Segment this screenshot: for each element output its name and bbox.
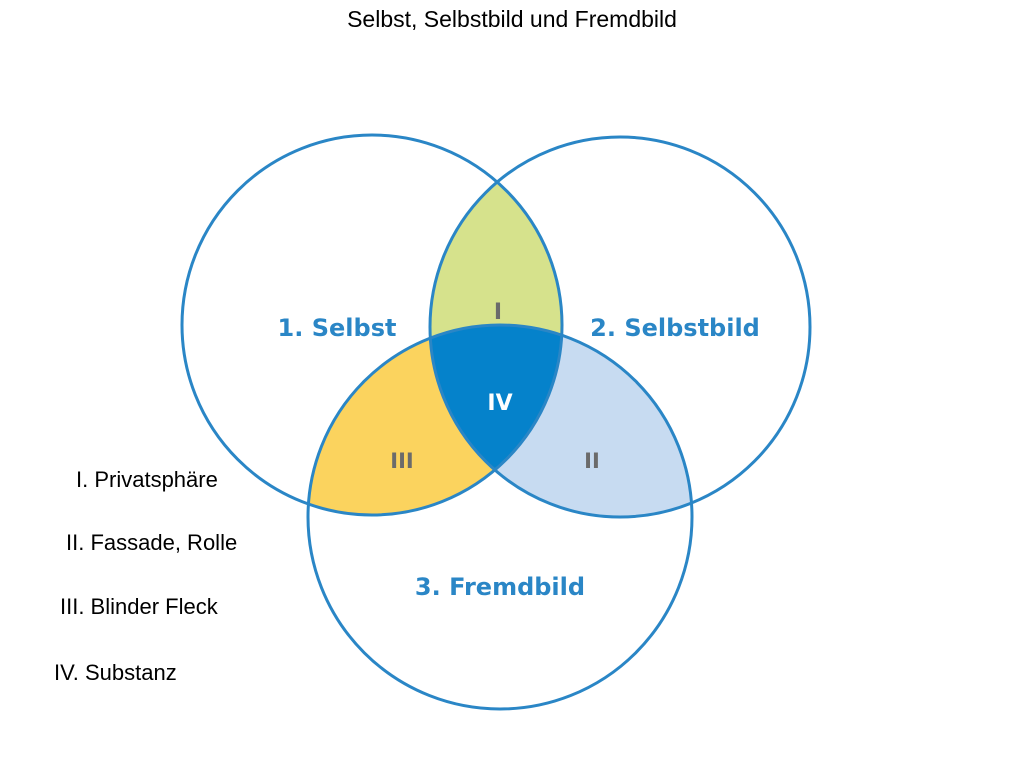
- legend-item-substanz: IV. Substanz: [54, 660, 177, 685]
- region-III-blinder-fleck: [308, 325, 562, 515]
- region-label-IV: IV: [487, 391, 512, 416]
- circle-selbstbild: [428, 135, 812, 519]
- page-title: Selbst, Selbstbild und Fremdbild: [347, 6, 677, 32]
- circle-fremdbild: [306, 323, 694, 711]
- circle-label-fremdbild: 3. Fremdbild: [415, 573, 585, 601]
- legend-item-privatsphaere: I. Privatsphäre: [76, 467, 218, 492]
- region-label-I: I: [494, 300, 502, 325]
- region-label-III: III: [390, 449, 413, 473]
- region-II-fassade-rolle: [430, 325, 692, 517]
- circle-label-selbst: 1. Selbst: [278, 314, 397, 342]
- legend-item-blinder-fleck: III. Blinder Fleck: [60, 594, 218, 619]
- circle-label-selbstbild: 2. Selbstbild: [590, 314, 760, 342]
- legend-item-fassade-rolle: II. Fassade, Rolle: [66, 530, 238, 555]
- region-label-II: II: [584, 449, 600, 473]
- circle-selbst: [180, 133, 564, 517]
